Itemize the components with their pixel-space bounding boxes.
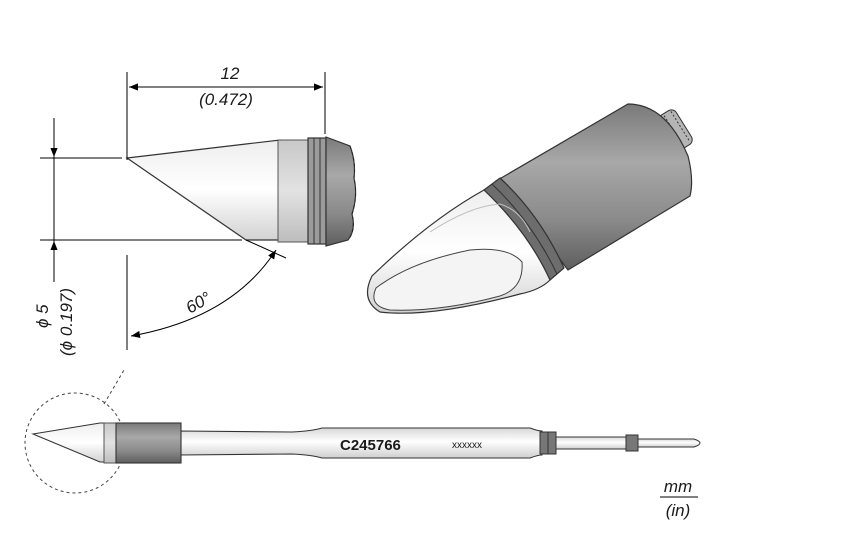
angle-label: 60°	[183, 288, 215, 317]
diameter-mm-label: ϕ 5	[33, 304, 52, 328]
tip-head-band	[103, 422, 117, 464]
needle-end	[637, 438, 701, 448]
tip-groove	[307, 137, 327, 245]
length-in-label: (0.472)	[199, 90, 253, 109]
tip-head-chisel	[31, 422, 113, 463]
tip-broken-end	[325, 136, 357, 247]
part-serial: xxxxxx	[452, 440, 482, 451]
unit-primary: mm	[664, 477, 692, 496]
angle-dimension: 60°	[126, 239, 287, 350]
tip-head-cylinder	[115, 422, 182, 464]
length-dimension: 12 (0.472)	[126, 64, 326, 160]
tip-side-view	[125, 136, 357, 247]
thin-rod	[555, 436, 627, 450]
diameter-dimension: ϕ 5 (ϕ 0.197)	[33, 118, 242, 356]
tip-chisel-face	[125, 139, 281, 241]
diameter-in-label: (ϕ 0.197)	[57, 288, 76, 356]
chisel-face	[373, 248, 523, 311]
rod-collar	[625, 434, 639, 452]
units-legend: mm (in)	[660, 477, 698, 520]
full-tip-view: C245766 xxxxxx	[24, 369, 701, 494]
tip-band	[277, 139, 309, 243]
tip-3d-view	[366, 103, 693, 314]
shaft	[179, 427, 543, 459]
length-mm-label: 12	[221, 64, 240, 83]
part-code: C245766	[340, 437, 401, 454]
unit-secondary: (in)	[666, 501, 691, 520]
